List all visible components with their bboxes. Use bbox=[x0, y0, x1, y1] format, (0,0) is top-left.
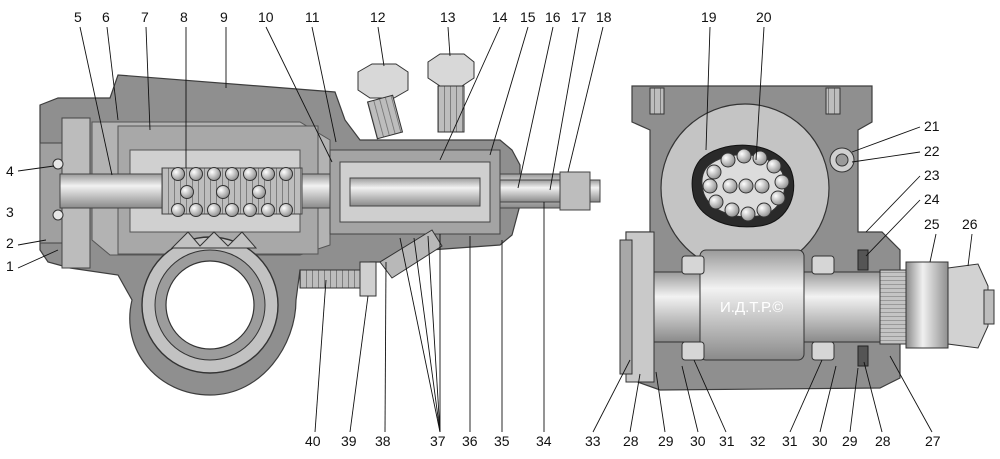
label-11: 11 bbox=[305, 9, 320, 25]
label-6: 6 bbox=[102, 9, 110, 25]
screw-balls bbox=[171, 167, 293, 217]
label-4: 4 bbox=[6, 163, 14, 179]
label-8: 8 bbox=[180, 9, 188, 25]
label-26: 26 bbox=[962, 216, 978, 232]
leader-lines bbox=[17, 26, 973, 433]
label-31a: 31 bbox=[719, 433, 735, 449]
label-16: 16 bbox=[545, 9, 561, 25]
watermark: И.Д.Т.Р.© bbox=[720, 299, 783, 316]
label-29a: 29 bbox=[658, 433, 674, 449]
label-28b: 28 bbox=[875, 433, 891, 449]
label-34: 34 bbox=[536, 433, 552, 449]
label-9: 9 bbox=[220, 9, 228, 25]
label-1: 1 bbox=[6, 258, 14, 274]
label-5: 5 bbox=[74, 9, 82, 25]
label-36: 36 bbox=[462, 433, 478, 449]
label-30b: 30 bbox=[812, 433, 828, 449]
fitting-13 bbox=[427, 53, 475, 133]
label-25: 25 bbox=[924, 216, 940, 232]
label-40: 40 bbox=[305, 433, 321, 449]
label-20: 20 bbox=[756, 9, 772, 25]
sector-shaft-bore bbox=[165, 260, 255, 350]
label-24: 24 bbox=[924, 191, 940, 207]
label-10: 10 bbox=[258, 9, 274, 25]
splined-end bbox=[879, 269, 911, 345]
label-30a: 30 bbox=[690, 433, 706, 449]
label-31b: 31 bbox=[782, 433, 798, 449]
label-38: 38 bbox=[375, 433, 391, 449]
label-15: 15 bbox=[520, 9, 536, 25]
label-12: 12 bbox=[370, 9, 386, 25]
label-2: 2 bbox=[6, 235, 14, 251]
label-19: 19 bbox=[701, 9, 717, 25]
label-35: 35 bbox=[494, 433, 510, 449]
label-27: 27 bbox=[925, 433, 941, 449]
label-3: 3 bbox=[6, 204, 14, 220]
output-nut bbox=[947, 263, 989, 349]
label-17: 17 bbox=[571, 9, 587, 25]
label-21: 21 bbox=[924, 118, 940, 134]
label-18: 18 bbox=[596, 9, 612, 25]
label-22: 22 bbox=[924, 143, 940, 159]
label-7: 7 bbox=[141, 9, 149, 25]
fitting-12 bbox=[357, 63, 409, 140]
label-14: 14 bbox=[492, 9, 508, 25]
callout-labels: 5 6 7 8 9 10 11 12 13 14 15 16 17 18 19 … bbox=[6, 9, 978, 449]
label-28a: 28 bbox=[623, 433, 639, 449]
label-33: 33 bbox=[585, 433, 601, 449]
label-23: 23 bbox=[924, 167, 940, 183]
longitudinal-section-view bbox=[39, 53, 601, 396]
cross-section-view: И.Д.Т.Р.© bbox=[619, 85, 995, 391]
label-32: 32 bbox=[750, 433, 766, 449]
adjusting-bolt bbox=[299, 261, 377, 297]
label-29b: 29 bbox=[842, 433, 858, 449]
label-13: 13 bbox=[440, 9, 456, 25]
label-37: 37 bbox=[430, 433, 446, 449]
label-39: 39 bbox=[341, 433, 357, 449]
recirculating-balls bbox=[702, 148, 790, 222]
